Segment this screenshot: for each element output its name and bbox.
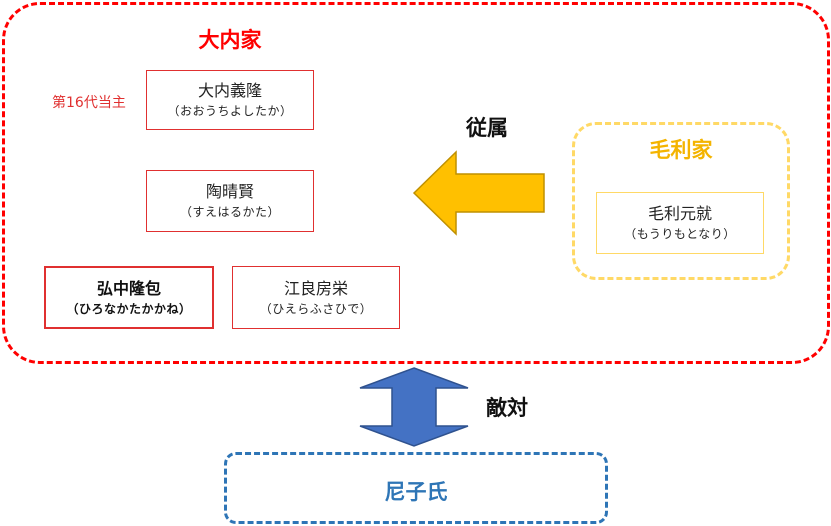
amago-clan-group: [224, 452, 608, 524]
ouchi-clan-group: [2, 2, 830, 364]
person-name: 大内義隆: [197, 81, 262, 100]
up-down-arrow-icon: [359, 367, 469, 447]
person-reading: （すえはるかた）: [179, 205, 280, 219]
person-reading: （ひろなかたかかね）: [66, 301, 192, 316]
person-hironaka-takakane: 弘中隆包 （ひろなかたかかね）: [44, 266, 214, 329]
person-reading: （おおうちよしたか）: [167, 104, 293, 118]
person-reading: （もうりもとなり）: [624, 227, 736, 241]
head-of-clan-label: 第16代当主: [52, 95, 126, 111]
person-ouchi-yoshitaka: 大内義隆 （おおうちよしたか）: [146, 70, 314, 130]
left-arrow-icon: [412, 150, 545, 236]
subordinate-relation-label: 従属: [466, 116, 508, 140]
person-reading: （ひえらふさひで）: [259, 301, 373, 316]
person-name: 江良房栄: [283, 278, 348, 298]
amago-clan-title: 尼子氏: [384, 480, 448, 504]
ouchi-clan-title: 大内家: [198, 28, 262, 52]
person-mori-motonari: 毛利元就 （もうりもとなり）: [596, 192, 764, 254]
person-name: 陶晴賢: [205, 182, 254, 201]
person-sue-harukata: 陶晴賢 （すえはるかた）: [146, 170, 314, 232]
person-name: 弘中隆包: [96, 278, 161, 298]
mori-clan-title: 毛利家: [649, 138, 713, 162]
person-name: 毛利元就: [647, 204, 712, 223]
mori-clan-group: [572, 122, 790, 280]
hostile-relation-label: 敵対: [486, 396, 528, 420]
person-era-fusahide: 江良房栄 （ひえらふさひで）: [232, 266, 400, 329]
